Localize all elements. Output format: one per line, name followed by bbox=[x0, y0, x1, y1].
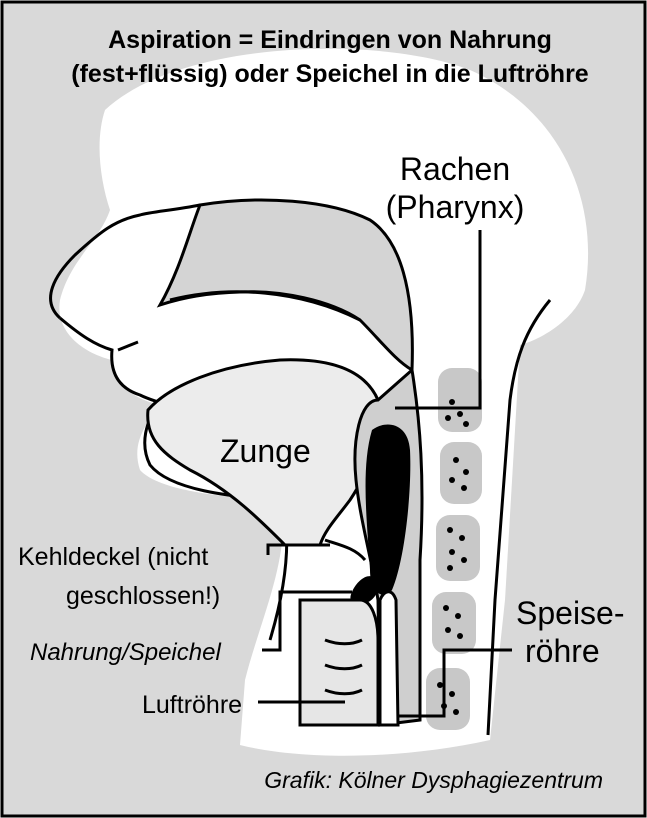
vertebra-3 bbox=[436, 515, 480, 581]
label-pharynx: (Pharynx) bbox=[386, 189, 525, 225]
credit: Grafik: Kölner Dysphagiezentrum bbox=[264, 767, 603, 793]
vertebra-5 bbox=[426, 668, 470, 730]
vertebra-2 bbox=[440, 442, 482, 504]
label-kehldeckel-2: geschlossen!) bbox=[66, 582, 220, 610]
label-zunge: Zunge bbox=[220, 433, 311, 469]
title-line-1: Aspiration = Eindringen von Nahrung bbox=[108, 26, 552, 54]
label-rachen: Rachen bbox=[400, 151, 510, 187]
label-kehldeckel-1: Kehldeckel (nicht bbox=[18, 543, 208, 571]
title-line-2: (fest+flüssig) oder Speichel in die Luft… bbox=[71, 60, 589, 88]
trachea bbox=[300, 600, 378, 725]
vertebra-1 bbox=[438, 368, 482, 432]
label-roehre: röhre bbox=[525, 633, 600, 669]
esophagus bbox=[380, 592, 398, 725]
vertebra-4 bbox=[432, 592, 476, 654]
label-nahrung-speichel: Nahrung/Speichel bbox=[30, 639, 221, 666]
label-speise: Speise- bbox=[516, 595, 625, 631]
label-luftroehre: Luftröhre bbox=[142, 691, 242, 719]
